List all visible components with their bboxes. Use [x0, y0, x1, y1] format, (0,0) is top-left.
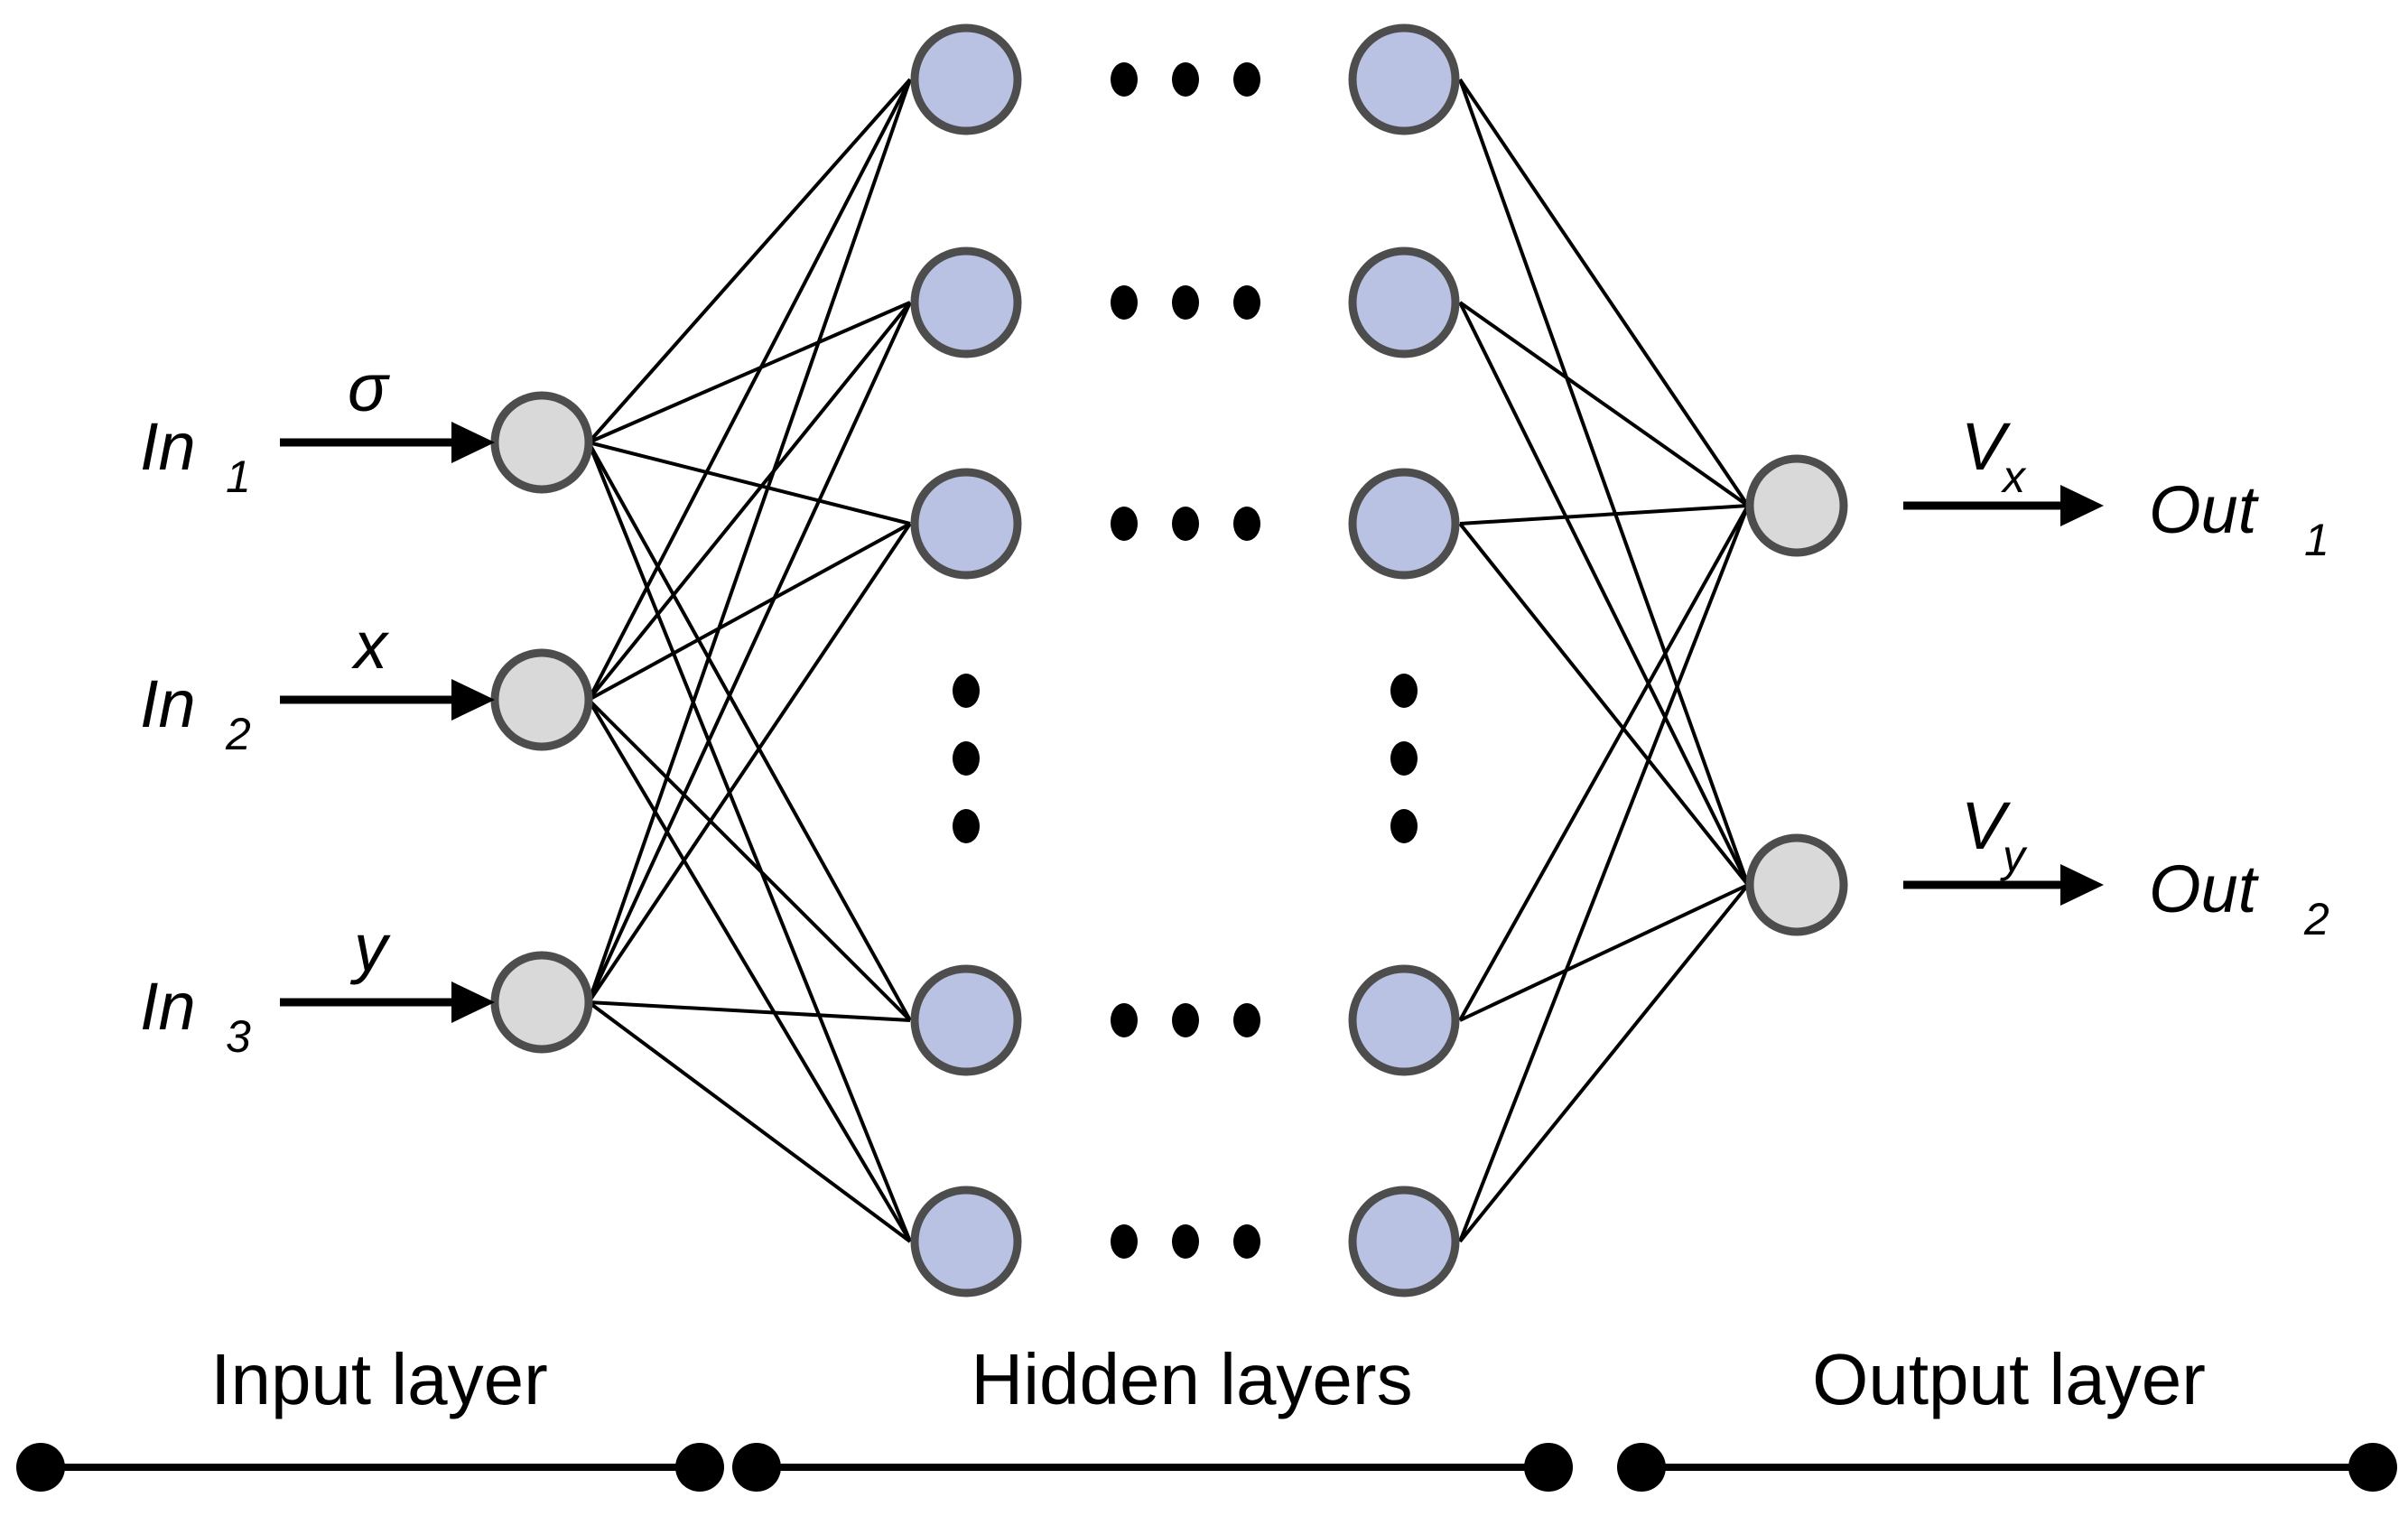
hidden-nodes-column-2 [1348, 23, 1460, 1297]
input-nodes [490, 391, 593, 1054]
horizontal-ellipsis-row-5 [1111, 1224, 1260, 1259]
layer-caption-hidden: Hidden layers [971, 1339, 1412, 1419]
input-label-1-subscript: 1 [226, 451, 251, 502]
output-node-2[interactable] [1745, 833, 1848, 936]
edges-input-to-hidden1 [587, 78, 912, 1243]
output-arrow-2 [1903, 864, 2104, 906]
input-node-3[interactable] [490, 951, 593, 1054]
input-label-1-text: In [140, 409, 196, 484]
input-label-3-text: In [140, 969, 196, 1044]
hidden1-node-5[interactable] [910, 1186, 1022, 1297]
velocity-label-vy-subscript: y [2000, 831, 2028, 881]
output-label-1: Out 1 [2149, 472, 2329, 565]
hidden2-node-3[interactable] [1348, 468, 1460, 580]
output-arrow-1 [1903, 485, 2104, 526]
input-node-1[interactable] [490, 391, 593, 494]
input-arrow-3 [280, 981, 495, 1023]
layer-caption-input: Input layer [210, 1339, 548, 1419]
hidden1-node-1[interactable] [910, 23, 1022, 135]
horizontal-ellipsis-row-4 [1111, 1003, 1260, 1037]
output-label-1-subscript: 1 [2304, 515, 2329, 565]
input-label-3-subscript: 3 [226, 1011, 251, 1062]
bracket-hidden-layers [732, 1443, 1573, 1492]
input-arrow-2 [280, 679, 495, 721]
bracket-input-layer [16, 1443, 724, 1492]
hidden2-node-2[interactable] [1348, 246, 1460, 358]
bracket-output-layer [1617, 1443, 2397, 1492]
hidden-nodes-column-1 [910, 23, 1022, 1297]
horizontal-ellipsis-row-2 [1111, 285, 1260, 320]
signal-label-sigma: σ [348, 350, 390, 425]
velocity-label-vx: V x [1961, 409, 2027, 502]
input-label-3: In 3 [140, 969, 251, 1062]
input-label-2: In 2 [140, 666, 251, 759]
horizontal-ellipsis-row-3 [1111, 507, 1260, 541]
input-label-2-text: In [140, 666, 196, 741]
edges-hidden2-to-output [1458, 78, 1750, 1243]
input-node-2[interactable] [490, 648, 593, 751]
output-node-1[interactable] [1745, 454, 1848, 557]
velocity-label-vy-text: V [1961, 788, 2012, 863]
signal-label-x: x [351, 608, 390, 683]
input-label-1: In 1 [140, 409, 251, 502]
output-label-2-subscript: 2 [2303, 894, 2329, 944]
output-nodes [1745, 454, 1848, 936]
input-arrow-1 [280, 422, 495, 463]
hidden2-node-1[interactable] [1348, 23, 1460, 135]
signal-label-y: y [349, 910, 391, 985]
vertical-ellipsis-column-1 [953, 674, 980, 843]
hidden2-node-5[interactable] [1348, 1186, 1460, 1297]
output-label-1-text: Out [2149, 472, 2260, 547]
velocity-label-vx-subscript: x [2001, 451, 2027, 502]
hidden1-node-3[interactable] [910, 468, 1022, 580]
vertical-ellipsis-column-2 [1390, 674, 1418, 843]
hidden1-node-2[interactable] [910, 246, 1022, 358]
output-label-2: Out 2 [2149, 851, 2329, 944]
velocity-label-vx-text: V [1961, 409, 2012, 484]
output-label-2-text: Out [2149, 851, 2260, 926]
hidden2-node-4[interactable] [1348, 964, 1460, 1076]
horizontal-ellipsis-row-1 [1111, 62, 1260, 97]
layer-caption-output: Output layer [1812, 1339, 2206, 1419]
input-label-2-subscript: 2 [225, 709, 251, 759]
hidden1-node-4[interactable] [910, 964, 1022, 1076]
velocity-label-vy: V y [1961, 788, 2028, 881]
